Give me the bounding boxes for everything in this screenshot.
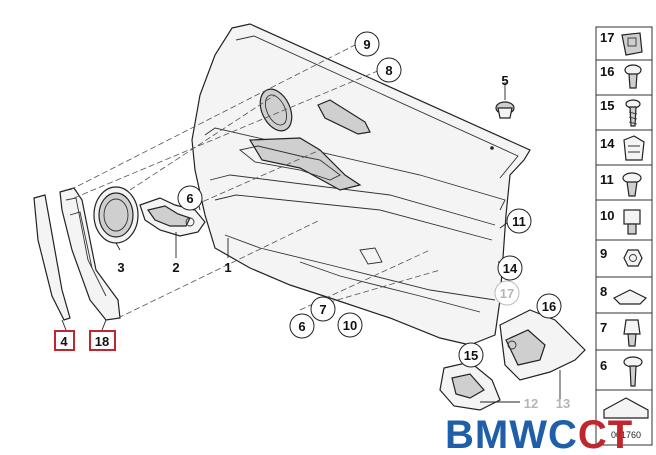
svg-text:15: 15 [600,98,614,113]
callout-8: 8 [376,57,402,83]
callout-4: 4 [54,330,75,351]
callout-6b: 6 [289,313,315,339]
screw-short-icon [624,64,642,89]
callout-6a: 6 [177,185,203,211]
svg-text:11: 11 [600,172,614,187]
clip-holder-icon [621,32,643,56]
callout-16: 16 [536,293,562,319]
side-item-8: 8 [600,284,648,305]
door-pull-trim-cover [33,194,71,321]
svg-text:3: 3 [117,260,124,275]
callout-15: 15 [458,342,484,368]
svg-text:10: 10 [600,208,614,223]
callout-7: 7 [310,296,336,322]
svg-text:5: 5 [501,73,508,88]
side-item-16: 16 [600,64,642,89]
wedge-clip-icon [612,289,648,305]
svg-text:17: 17 [500,286,514,301]
side-item-10: 10 [600,208,641,235]
side-item-17: 17 [600,30,643,56]
door-bracket-lower [439,361,501,411]
svg-text:17: 17 [600,30,614,45]
svg-text:16: 16 [542,299,556,314]
leader-lines [61,44,561,403]
svg-text:BMWCCT: BMWCCT [445,413,633,455]
callout-9: 9 [354,31,380,57]
washer-screw-icon [623,356,643,387]
spring-clip-icon [623,135,645,161]
callout-12: 12 [524,396,538,411]
svg-text:10: 10 [343,318,357,333]
side-item-14: 14 [600,135,645,161]
callout-2: 2 [172,260,179,275]
svg-text:6: 6 [600,358,607,373]
svg-text:001760: 001760 [611,430,641,440]
screw-long-icon [625,99,641,127]
callout-11: 11 [506,208,532,234]
side-item-11: 11 [600,172,642,197]
svg-text:4: 4 [60,334,68,349]
expanding-rivet-icon [622,172,642,197]
door-trim-panel [191,23,531,346]
svg-text:16: 16 [600,64,614,79]
svg-text:14: 14 [503,261,518,276]
svg-text:6: 6 [298,319,305,334]
small-parts-panel: 17 16 15 14 [595,26,653,446]
trim-clip-part5 [495,101,515,119]
callout-17: 17 [494,280,520,306]
callout-5: 5 [501,73,508,88]
svg-text:18: 18 [95,334,109,349]
plug-clip-icon [623,319,641,347]
svg-text:12: 12 [524,396,538,411]
svg-text:7: 7 [600,320,607,335]
svg-text:7: 7 [319,302,326,317]
callout-3: 3 [117,260,124,275]
svg-text:9: 9 [363,37,370,52]
parts-footer: 001760 [603,397,649,440]
door-bracket-upper [499,309,586,381]
side-item-9: 9 [600,246,643,267]
svg-text:8: 8 [385,63,392,78]
watermark-logo: BMWCCT [445,413,633,455]
square-nut-icon [623,209,641,235]
svg-text:6: 6 [186,191,193,206]
side-item-15: 15 [600,98,641,127]
svg-text:2: 2 [172,260,179,275]
callout-10: 10 [337,312,363,338]
callout-13: 13 [556,396,570,411]
svg-text:11: 11 [512,214,526,229]
svg-text:9: 9 [600,246,607,261]
callout-14: 14 [497,255,523,281]
svg-text:15: 15 [464,348,478,363]
svg-text:1: 1 [224,260,231,275]
speaker-cover [93,186,139,244]
callout-18: 18 [89,330,116,351]
callout-1: 1 [224,260,231,275]
svg-text:8: 8 [600,284,607,299]
svg-text:13: 13 [556,396,570,411]
hex-nut-icon [623,249,643,267]
inner-door-handle [139,197,206,237]
side-item-7: 7 [600,319,641,347]
side-item-6: 6 [600,356,643,387]
svg-text:14: 14 [600,136,615,151]
